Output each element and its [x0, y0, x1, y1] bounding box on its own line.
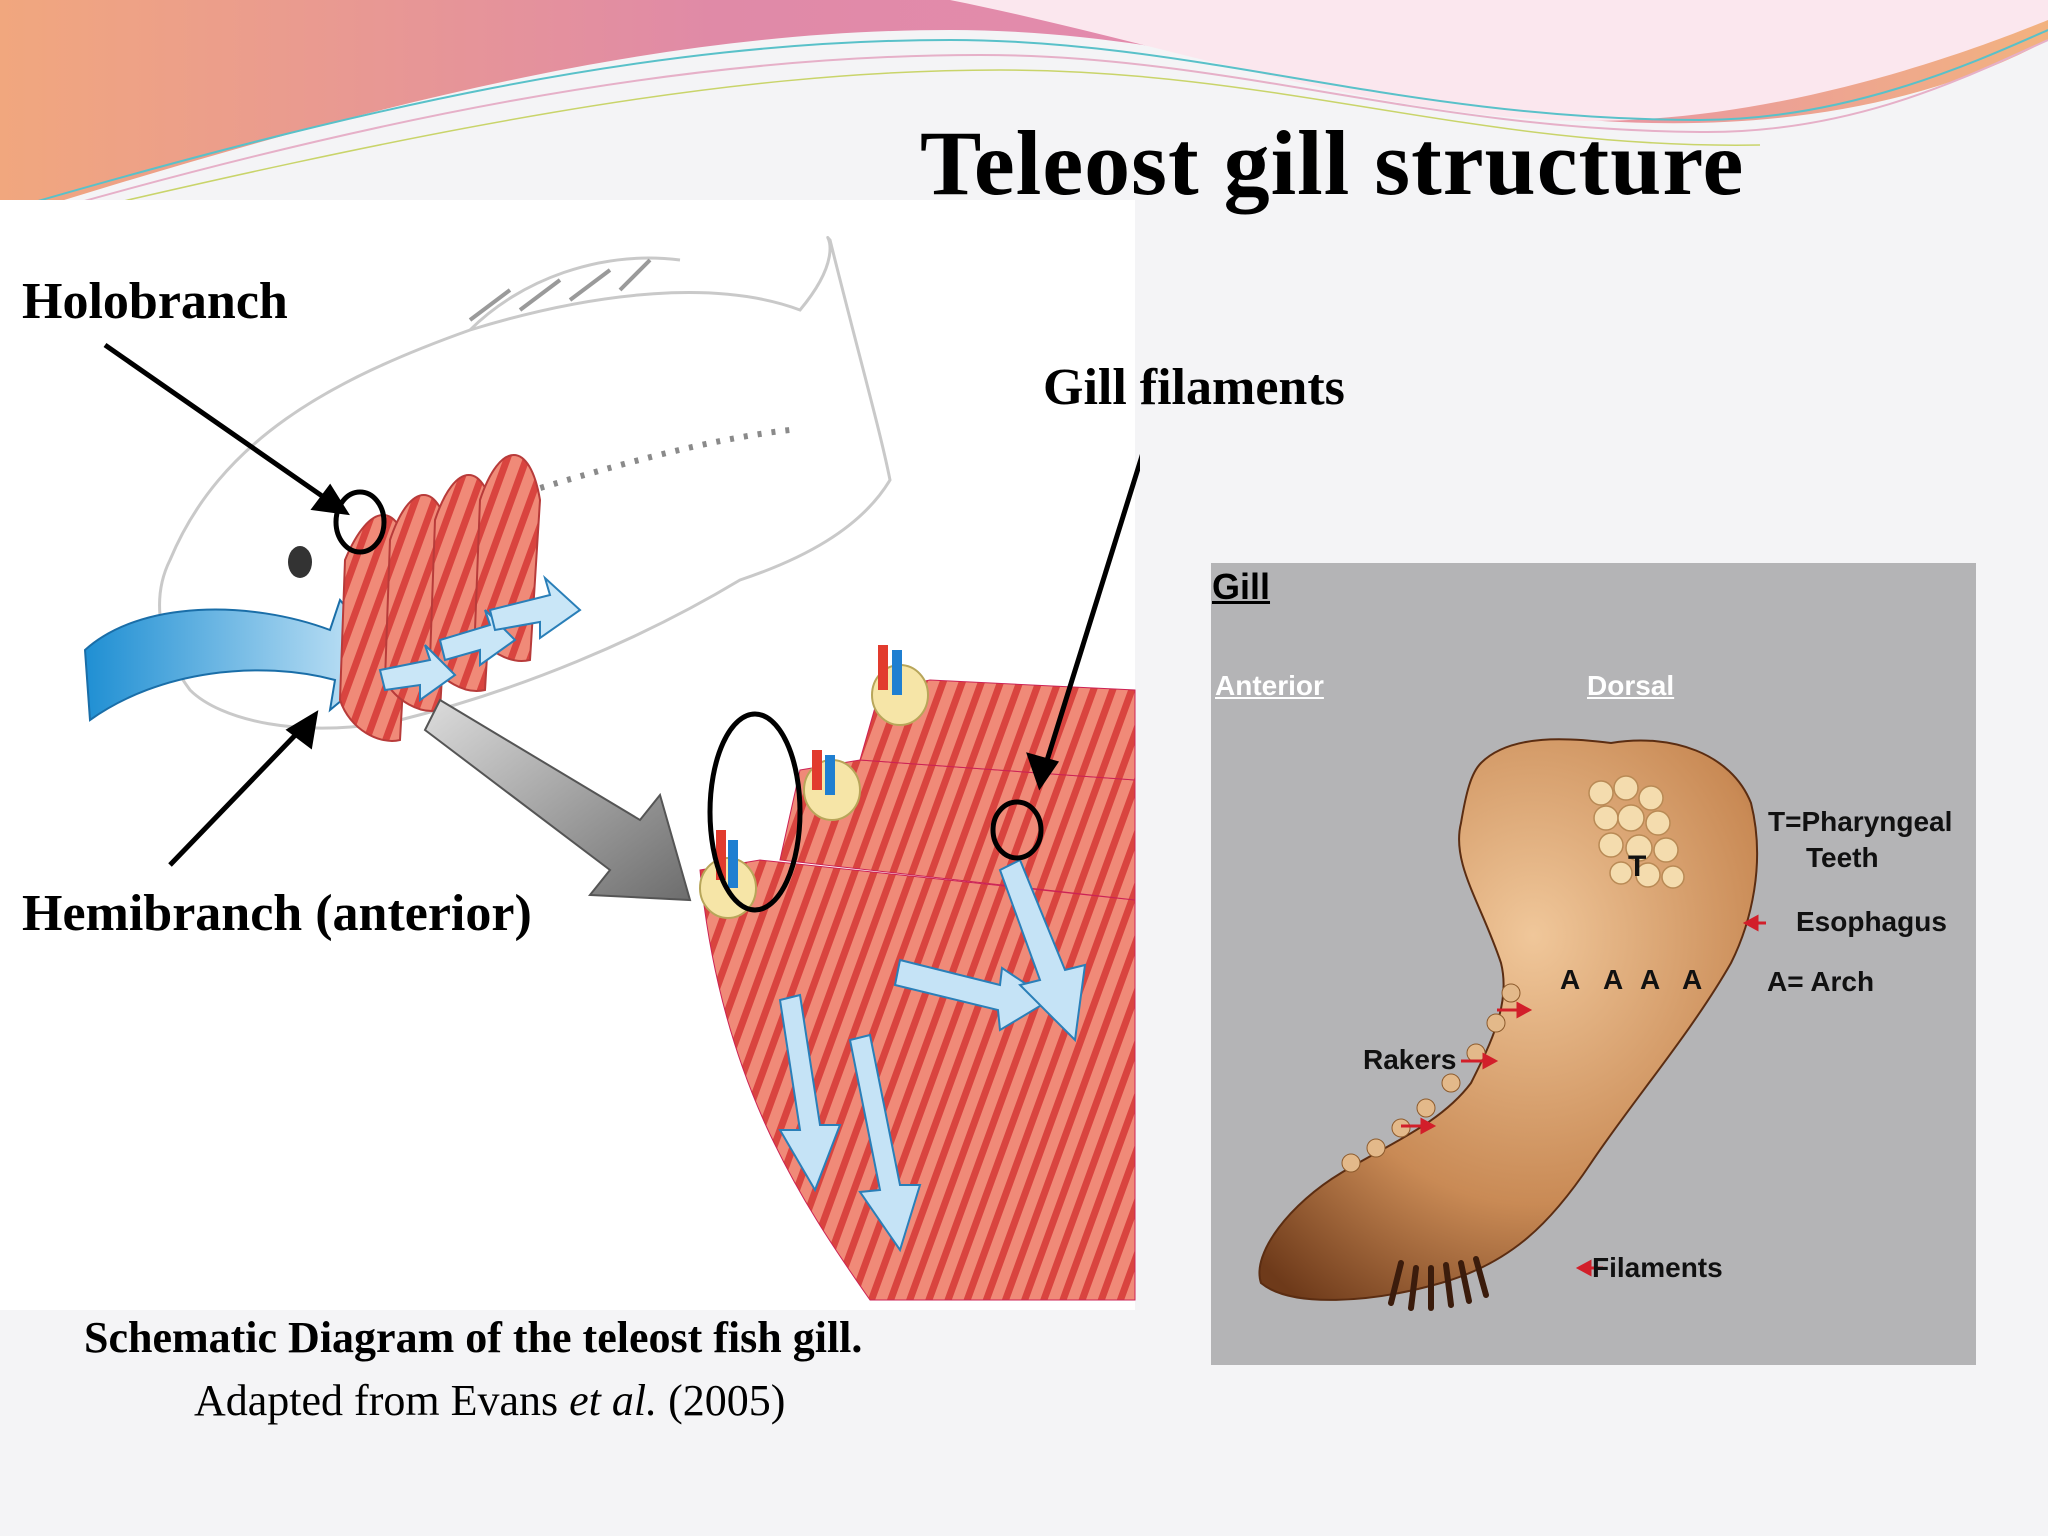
fish-eye [288, 546, 312, 578]
label-holobranch: Holobranch [22, 273, 288, 330]
holobranch-circle [333, 489, 387, 555]
photo-label-anterior: Anterior [1215, 670, 1324, 701]
zoom-arrow [423, 698, 692, 902]
label-gill-filaments: Gill filaments [1043, 359, 1345, 416]
photo-marker-a: A [1603, 964, 1624, 995]
photo-marker-a: A [1640, 964, 1661, 995]
photo-title: Gill [1212, 566, 1271, 607]
hemibranch-circle [707, 711, 803, 913]
flow-arrows-small [378, 574, 582, 702]
photo-marker-a: A [1682, 964, 1703, 995]
photo-label-teeth: Teeth [1806, 842, 1879, 873]
photo-label-pharyngeal: T=Pharyngeal [1768, 806, 1953, 837]
photo-label-rakers: Rakers [1363, 1044, 1457, 1075]
slide-title: Teleost gill structure [920, 112, 1745, 214]
flow-arrows-large [778, 858, 1087, 1253]
fish-gill-schematic [0, 200, 1140, 1310]
red-pointer-arrows [1401, 914, 1766, 1277]
photo-marker-t: T [1628, 850, 1647, 883]
photo-label-arch: A= Arch [1767, 966, 1875, 997]
caption-title: Schematic Diagram of the teleost fish gi… [84, 1313, 863, 1362]
label-hemibranch: Hemibranch (anterior) [22, 885, 532, 942]
photo-label-esophagus: Esophagus [1796, 906, 1947, 937]
photo-marker-a: A [1560, 964, 1581, 995]
photo-label-filaments: Filaments [1592, 1252, 1723, 1283]
header-wave-decoration [0, 0, 2048, 231]
gill-arch-photo [1258, 738, 1766, 1311]
fish-outline [158, 236, 892, 730]
caption-source: Adapted from Evans et al. (2005) [194, 1376, 786, 1425]
filament-circle [990, 799, 1044, 861]
pointer-arrows [103, 342, 1140, 867]
photo-label-dorsal: Dorsal [1587, 670, 1675, 701]
